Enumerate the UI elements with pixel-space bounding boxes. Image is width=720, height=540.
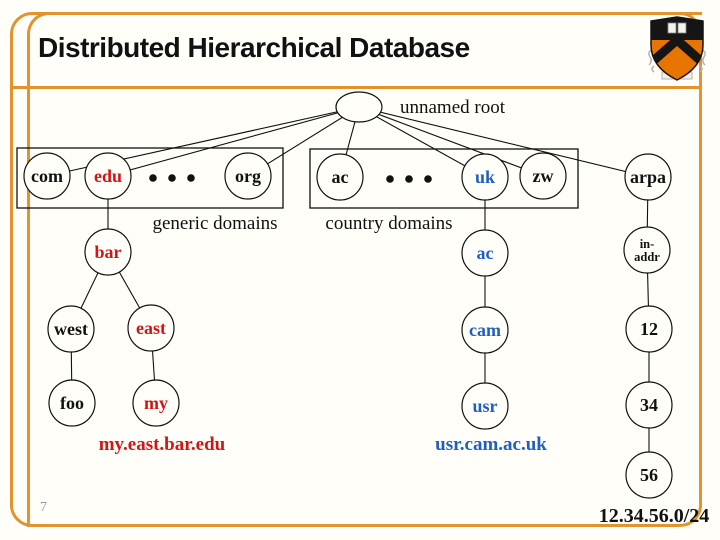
title-divider: [11, 86, 701, 89]
scroll-decoration: [648, 49, 706, 73]
page-title: Distributed Hierarchical Database: [38, 32, 470, 63]
page-number: 7: [40, 500, 47, 515]
princeton-shield-icon: [648, 16, 706, 81]
content-border: [27, 12, 702, 527]
shield: [651, 17, 703, 80]
